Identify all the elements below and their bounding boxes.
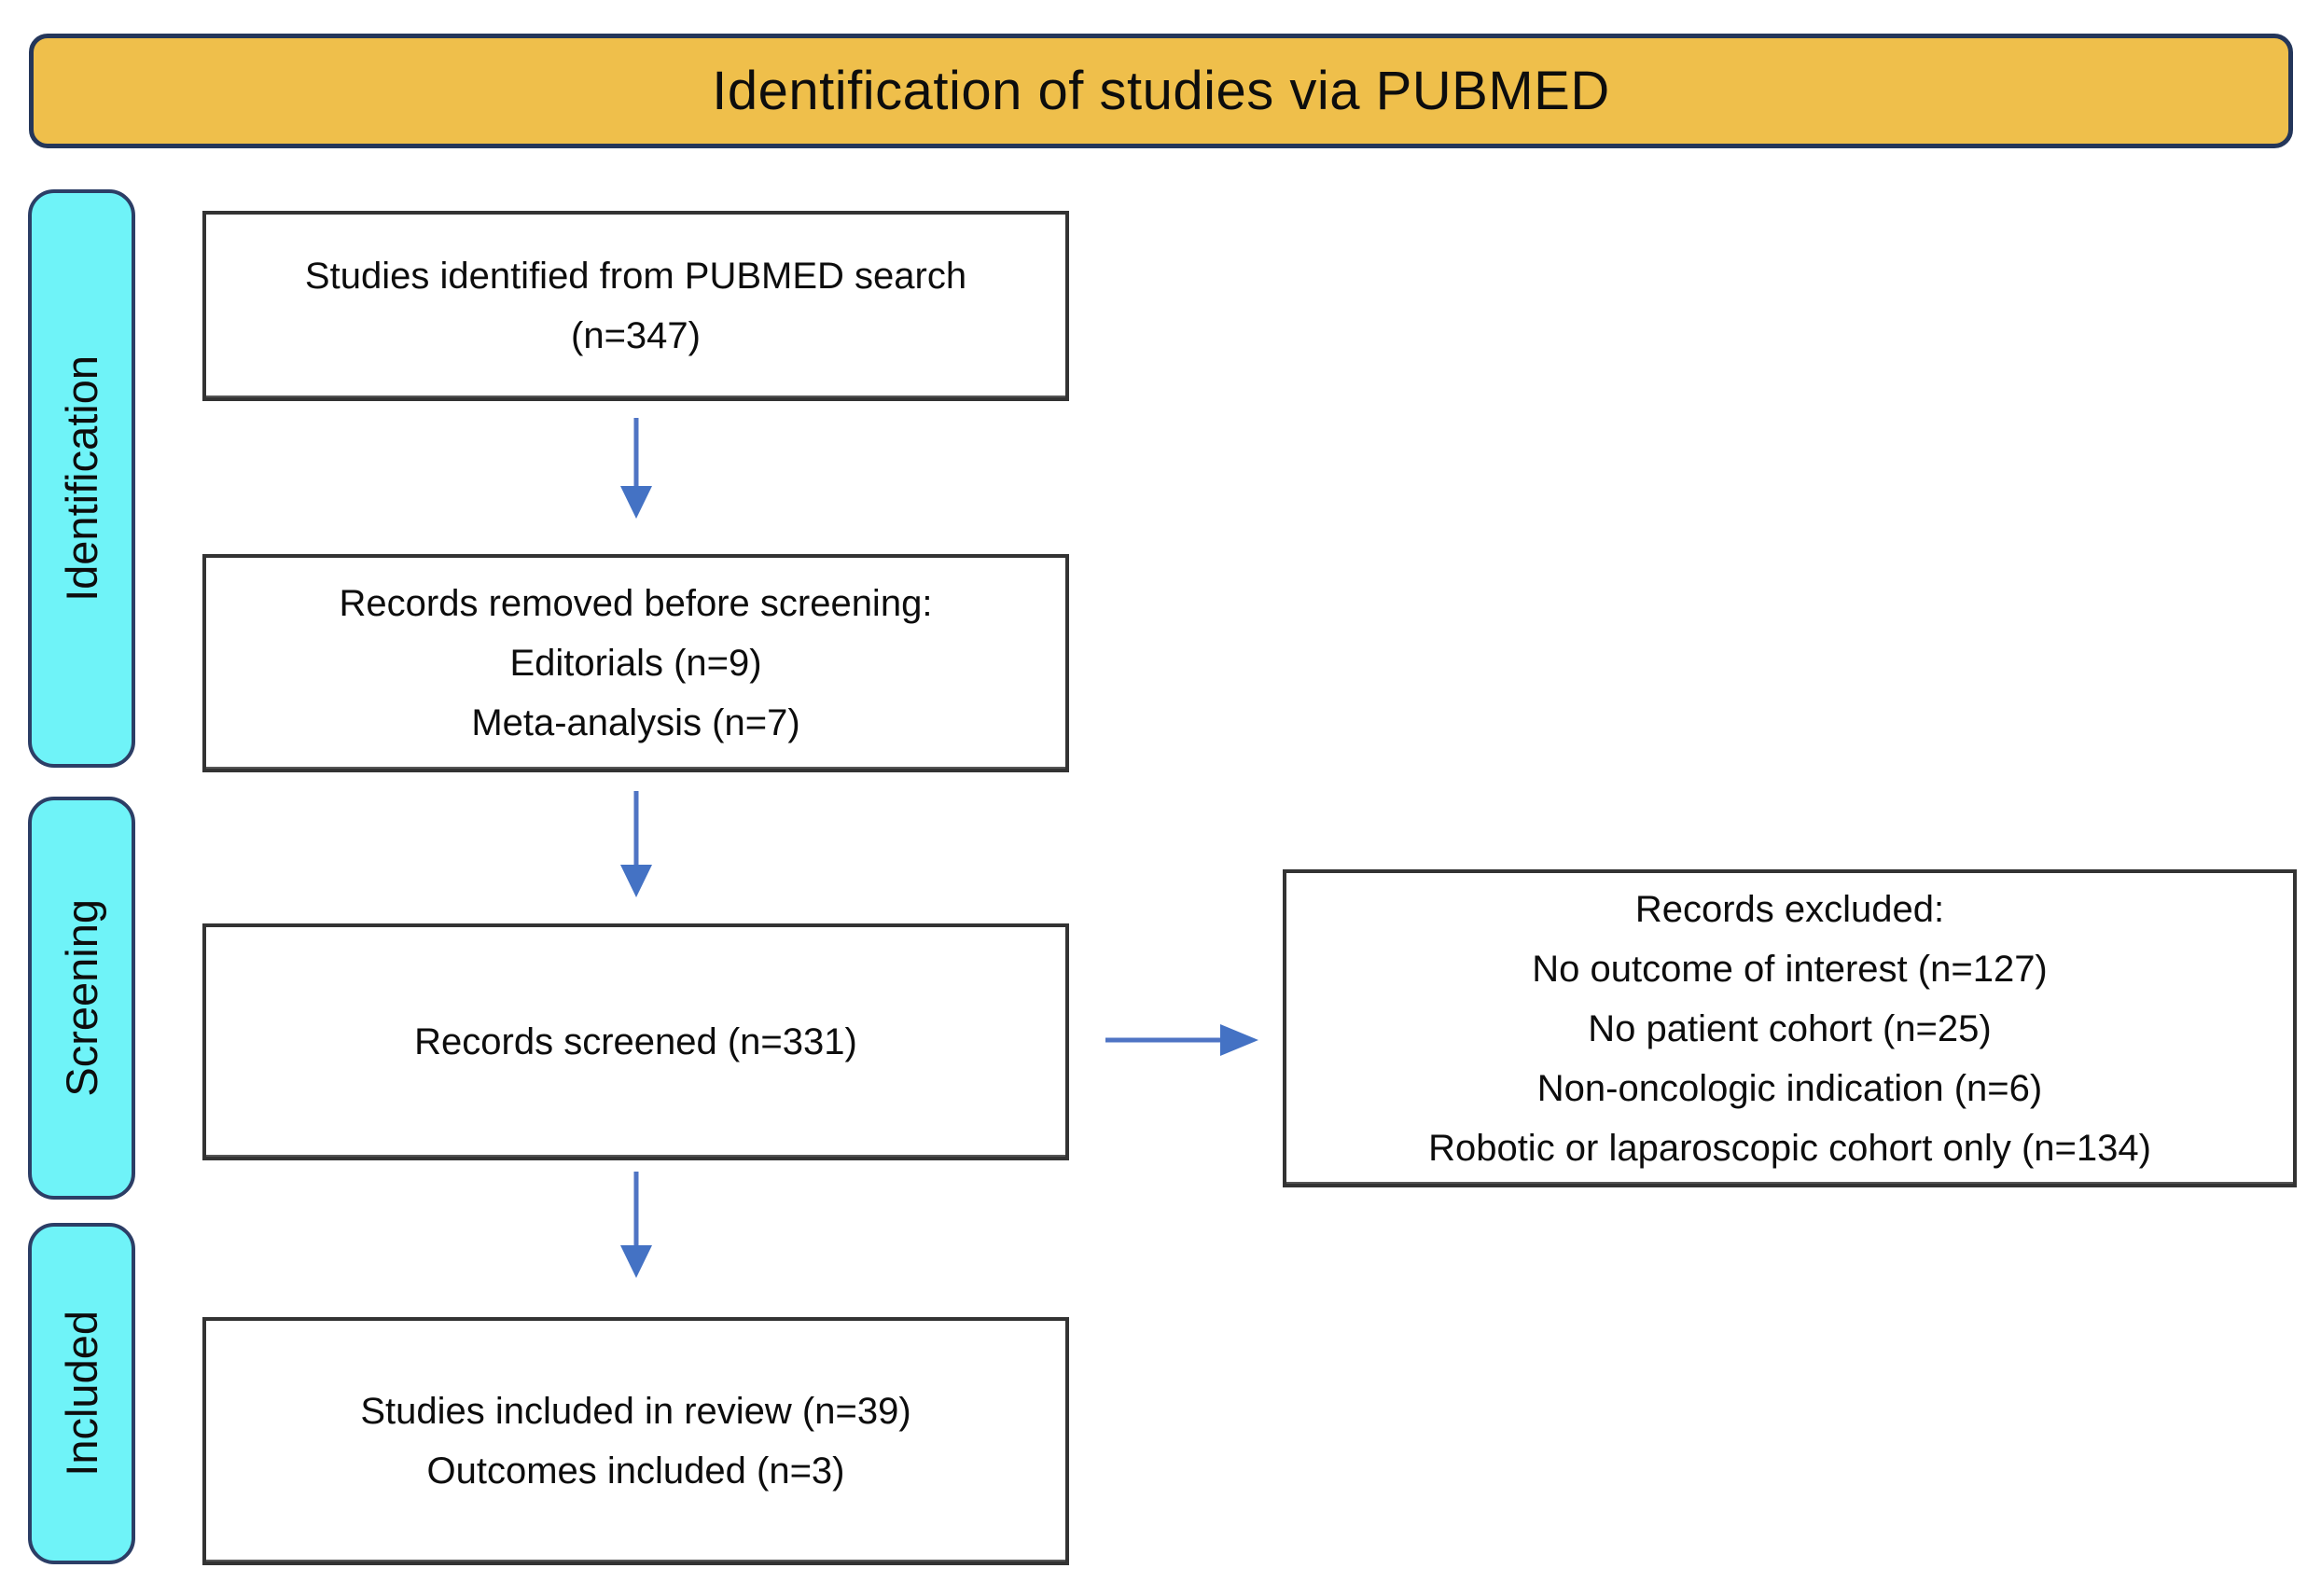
box-studies-identified-line: Studies identified from PUBMED search: [304, 256, 967, 297]
box-studies-included: Studies included in review (n=39) Outcom…: [202, 1317, 1069, 1565]
box-studies-identified: Studies identified from PUBMED search (n…: [202, 211, 1069, 401]
box-records-removed: Records removed before screening: Editor…: [202, 554, 1069, 772]
box-records-excluded-no-outcome: No outcome of interest (n=127): [1532, 948, 2048, 990]
box-records-removed-editorials: Editorials (n=9): [509, 643, 762, 684]
box-studies-included-line: Studies included in review (n=39): [360, 1391, 911, 1432]
box-records-removed-meta-analysis: Meta-analysis (n=7): [471, 702, 800, 743]
stage-screening-label: Screening: [57, 899, 106, 1097]
stage-included-label: Included: [57, 1311, 106, 1477]
box-records-excluded: Records excluded: No outcome of interest…: [1283, 869, 2297, 1187]
stage-screening: Screening: [28, 797, 135, 1200]
box-outcomes-included-line: Outcomes included (n=3): [426, 1450, 845, 1492]
stage-identification-label: Identification: [57, 355, 106, 602]
arrow-down-icon: [616, 1172, 657, 1284]
box-studies-identified-count: (n=347): [571, 315, 701, 356]
arrow-right-icon: [1105, 1019, 1264, 1066]
box-records-screened-line: Records screened (n=331): [414, 1021, 857, 1062]
stage-identification: Identification: [28, 189, 135, 768]
stage-included: Included: [28, 1223, 135, 1564]
figure-title: Identification of studies via PUBMED: [712, 61, 1610, 121]
box-records-removed-line: Records removed before screening:: [339, 583, 933, 624]
arrow-down-icon: [616, 418, 657, 525]
header-banner: Identification of studies via PUBMED: [29, 34, 2293, 148]
box-records-excluded-robotic-lap: Robotic or laparoscopic cohort only (n=1…: [1428, 1127, 2151, 1169]
box-records-screened: Records screened (n=331): [202, 923, 1069, 1160]
arrow-down-icon: [616, 791, 657, 904]
box-records-excluded-no-cohort: No patient cohort (n=25): [1588, 1007, 1992, 1049]
box-records-excluded-non-oncologic: Non-oncologic indication (n=6): [1536, 1067, 2043, 1109]
box-records-excluded-title: Records excluded:: [1634, 888, 1945, 930]
